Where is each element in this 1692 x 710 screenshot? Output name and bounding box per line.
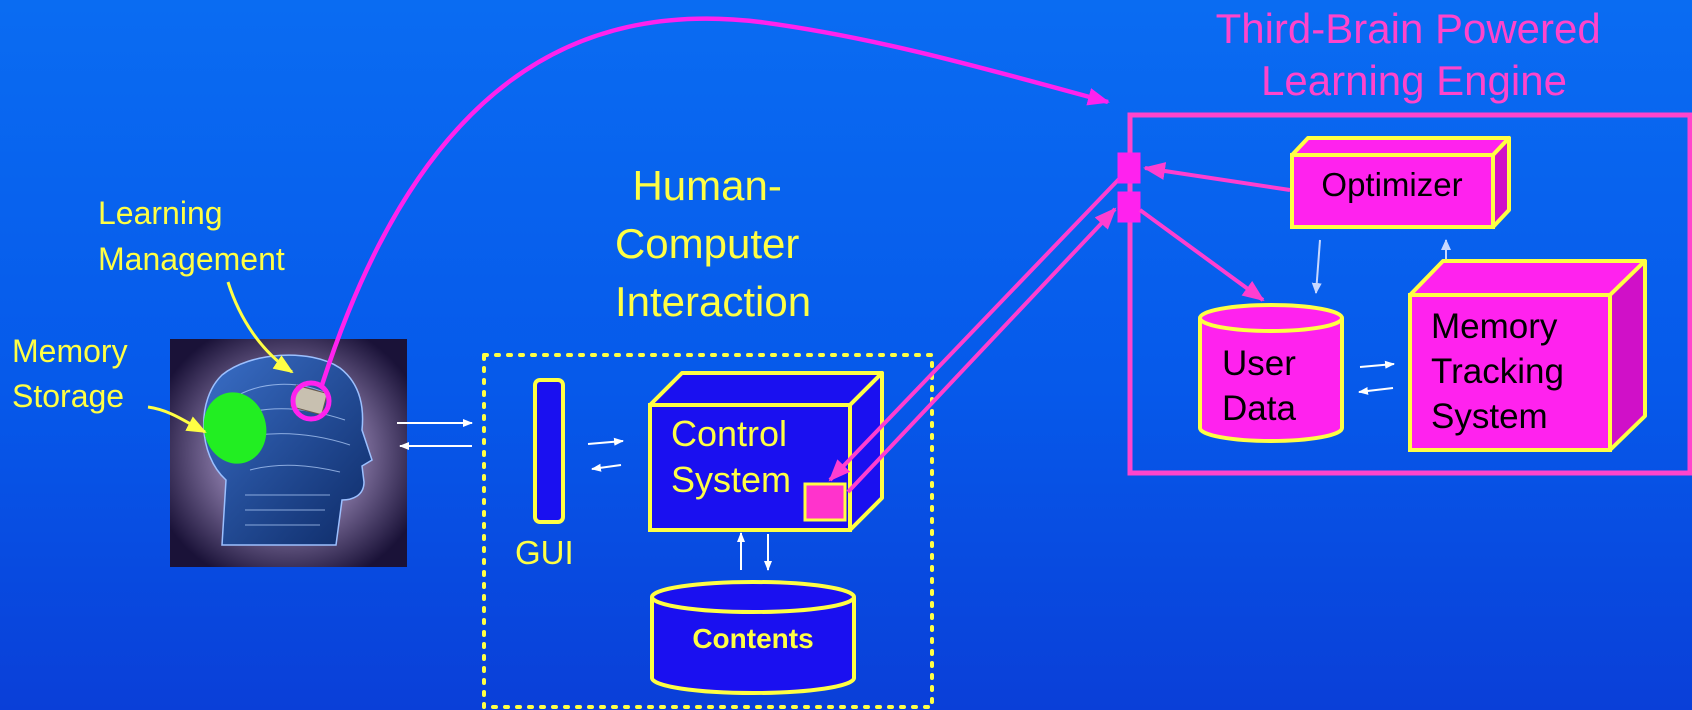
hci-title: Human- Computer Interaction	[615, 162, 811, 325]
memory-storage-region	[203, 392, 267, 464]
optimizer-box[interactable]: Optimizer	[1290, 136, 1511, 229]
optimizer-to-userdata-arrow	[1311, 239, 1322, 294]
user-data-label: User Data	[1222, 344, 1306, 428]
contents-database[interactable]: Contents	[650, 580, 856, 695]
engine-to-control-arrow	[828, 176, 1122, 482]
brain-head-image	[170, 339, 407, 567]
engine-port-lower[interactable]	[1117, 191, 1141, 223]
gui-control-arrows	[587, 437, 624, 472]
memory-storage-pointer	[147, 405, 207, 434]
gui-label: GUI	[515, 534, 574, 571]
gui-bar[interactable]	[533, 378, 565, 524]
user-data-database[interactable]: User Data	[1198, 303, 1344, 443]
learning-management-pointer	[226, 281, 294, 374]
memory-tracking-label: Memory Tracking System	[1431, 307, 1574, 436]
learning-management-region	[290, 380, 332, 422]
control-contents-arrows	[737, 532, 772, 571]
brain-lines	[225, 383, 351, 526]
control-system-port[interactable]	[803, 482, 847, 522]
port-to-userdata-arrow	[1138, 208, 1265, 302]
engine-port-upper[interactable]	[1117, 152, 1141, 184]
control-to-engine-arrow	[846, 207, 1117, 494]
learning-management-label: Learning Management	[98, 195, 285, 277]
contents-label: Contents	[692, 623, 813, 654]
hci-boundary	[482, 353, 934, 709]
memory-tracking-box[interactable]: Memory Tracking System	[1408, 259, 1647, 452]
engine-title: Third-Brain Powered Learning Engine	[1216, 5, 1613, 104]
engine-boundary	[1127, 112, 1692, 476]
userdata-memory-arrows	[1358, 360, 1395, 395]
control-system-label: Control System	[671, 413, 797, 500]
head-to-engine-arrow	[319, 16, 1110, 386]
optimizer-to-port-arrow	[1143, 162, 1291, 192]
memory-storage-label: Memory Storage	[12, 333, 136, 414]
control-system-box[interactable]: Control System	[648, 371, 884, 532]
head-hci-arrows	[397, 419, 473, 450]
optimizer-label: Optimizer	[1321, 166, 1462, 203]
